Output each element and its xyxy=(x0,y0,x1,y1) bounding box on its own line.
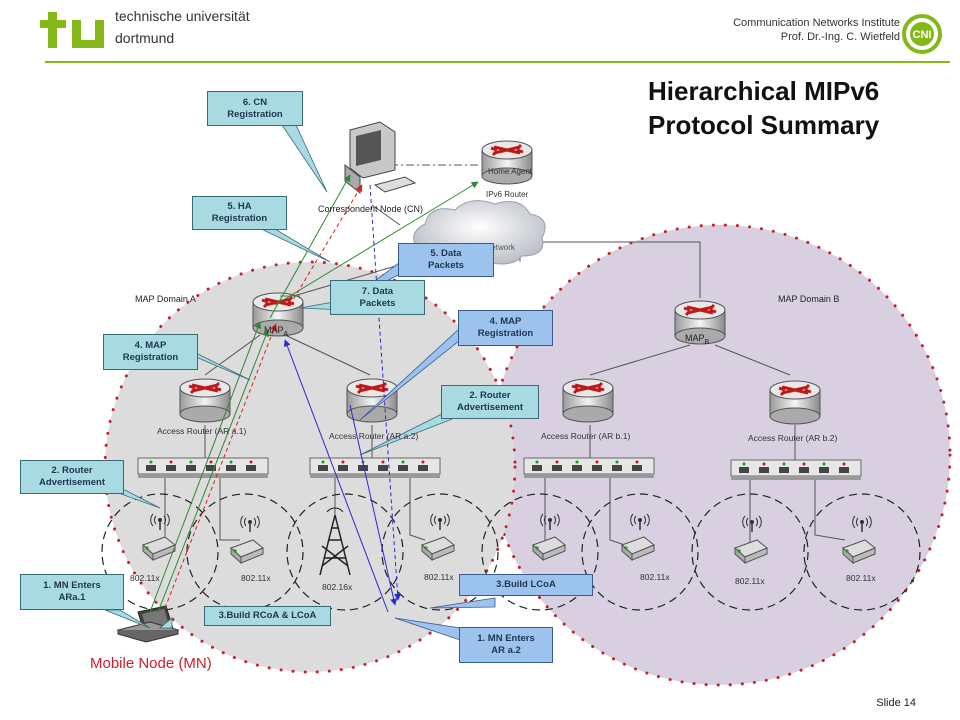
callout-mn-enters-ara1: 1. MN Enters ARa.1 xyxy=(20,574,124,610)
map-domain-b-label: MAP Domain B xyxy=(778,294,840,304)
callout-line: 5. HA xyxy=(227,201,252,212)
callout-line: 3.Build RCoA & LCoA xyxy=(218,610,317,621)
wlan-label-5: 802.11x xyxy=(735,576,765,586)
callout-line: Registration xyxy=(211,213,268,224)
callout-mn-enters-ara2: 1. MN Enters AR a.2 xyxy=(459,627,553,663)
callout-line: 6. CN xyxy=(242,96,268,108)
home-agent-router-icon xyxy=(480,139,534,186)
callout-line: 5. Data xyxy=(430,248,462,259)
ar-b1-router-icon xyxy=(561,377,615,424)
callout-line: Registration xyxy=(122,352,179,363)
callout-line: 2. Router xyxy=(469,390,511,401)
map-b-label-text: MAP xyxy=(685,333,705,343)
callout-line: AR a.2 xyxy=(491,645,521,656)
switch-b1-icon xyxy=(523,457,655,479)
slide-title-line1: Hierarchical MIPv6 xyxy=(648,76,880,106)
slide-number: Slide 14 xyxy=(876,697,916,709)
mobile-node-label: Mobile Node (MN) xyxy=(90,655,212,672)
ar-a1-router-icon xyxy=(178,377,232,424)
callout-line: ARa.1 xyxy=(58,592,86,603)
callout-map-registration-left: 4. MAP Registration xyxy=(103,334,198,370)
callout-data-packets-5: 5. Data Packets xyxy=(398,243,494,277)
callout-line: 2. Router xyxy=(51,465,93,476)
switch-b2-icon xyxy=(730,459,862,481)
ar-a1-label: Access Router (AR a.1) xyxy=(157,426,247,436)
cni-logo-text: CNI xyxy=(913,29,932,41)
institute-professor: Prof. Dr.-Ing. C. Wietfeld xyxy=(780,31,900,43)
callout-router-adv-left: 2. Router Advertisement xyxy=(20,460,124,494)
signaling-arrows xyxy=(149,174,479,613)
map-a-label: MAPA xyxy=(264,325,288,338)
callout-line: Packets xyxy=(428,260,464,271)
switch-a1-icon xyxy=(137,457,269,479)
ar-a2-router-icon xyxy=(345,377,399,424)
cni-logo: CNI xyxy=(902,14,942,54)
wimax-tower-icon xyxy=(319,507,351,576)
map-domain-b-area xyxy=(488,223,952,687)
ar-b2-router-icon xyxy=(768,379,822,426)
callout-line: 1. MN Enters xyxy=(477,633,535,644)
wimax-label: 802.16x xyxy=(322,582,353,592)
callout-line: Registration xyxy=(227,108,283,120)
callout-map-registration-right: 4. MAP Registration xyxy=(458,310,553,346)
callout-line: 4. MAP xyxy=(489,316,522,327)
callout-line: Advertisement xyxy=(39,477,105,488)
ar-a2-label: Access Router (AR a.2) xyxy=(329,431,419,441)
institute-name: Communication Networks Institute xyxy=(733,17,900,29)
tu-logo xyxy=(40,12,104,48)
wlan-label-4: 802.11x xyxy=(640,572,670,582)
map-a-label-text: MAP xyxy=(264,325,284,335)
wlan-label-6: 802.11x xyxy=(846,573,876,583)
callout-line: 3.Build LCoA xyxy=(496,579,556,590)
switch-a2-icon xyxy=(309,457,441,479)
university-name-line1: technische universität xyxy=(115,8,250,24)
map-a-subscript: A xyxy=(283,330,289,338)
wlan-label-3: 802.11x xyxy=(424,572,454,582)
wlan-label-1: 802.11x xyxy=(130,573,160,583)
callout-router-adv-right: 2. Router Advertisement xyxy=(441,385,539,419)
callout-line: Packets xyxy=(359,297,396,309)
radio-cells xyxy=(101,493,921,611)
callout-line: Advertisement xyxy=(457,402,523,413)
map-b-subscript: B xyxy=(704,338,710,346)
callout-data-packets-7: 7. Data Packets xyxy=(330,280,425,315)
wlan-label-2: 802.11x xyxy=(241,573,271,583)
callout-line: 1. MN Enters xyxy=(43,580,101,591)
slide-title-line2: Protocol Summary xyxy=(648,110,880,140)
callout-line: 7. Data xyxy=(361,285,394,297)
ar-b2-label: Access Router (AR b.2) xyxy=(748,433,838,443)
map-b-label: MAPB xyxy=(685,333,709,346)
correspondent-node-label: Correspondent Node (CN) xyxy=(318,204,424,214)
correspondent-node-icon xyxy=(344,121,417,195)
ar-b1-label: Access Router (AR b.1) xyxy=(541,431,631,441)
callout-cn-registration: 6. CN Registration xyxy=(207,91,303,126)
university-name-line2: dortmund xyxy=(115,30,175,46)
callout-build-lcoa: 3.Build LCoA xyxy=(459,574,593,596)
ipv6-router-label: IPv6 Router xyxy=(486,190,529,199)
callout-build-rcoa: 3.Build RCoA & LCoA xyxy=(204,606,331,626)
slide-title: Hierarchical MIPv6 Protocol Summary xyxy=(648,74,879,142)
callout-ha-registration: 5. HA Registration xyxy=(192,196,287,230)
callout-line: Registration xyxy=(477,328,534,339)
map-domain-a-label: MAP Domain A xyxy=(135,294,196,304)
home-agent-label: Home Agent xyxy=(488,167,533,176)
callout-line: 4. MAP xyxy=(134,340,167,351)
